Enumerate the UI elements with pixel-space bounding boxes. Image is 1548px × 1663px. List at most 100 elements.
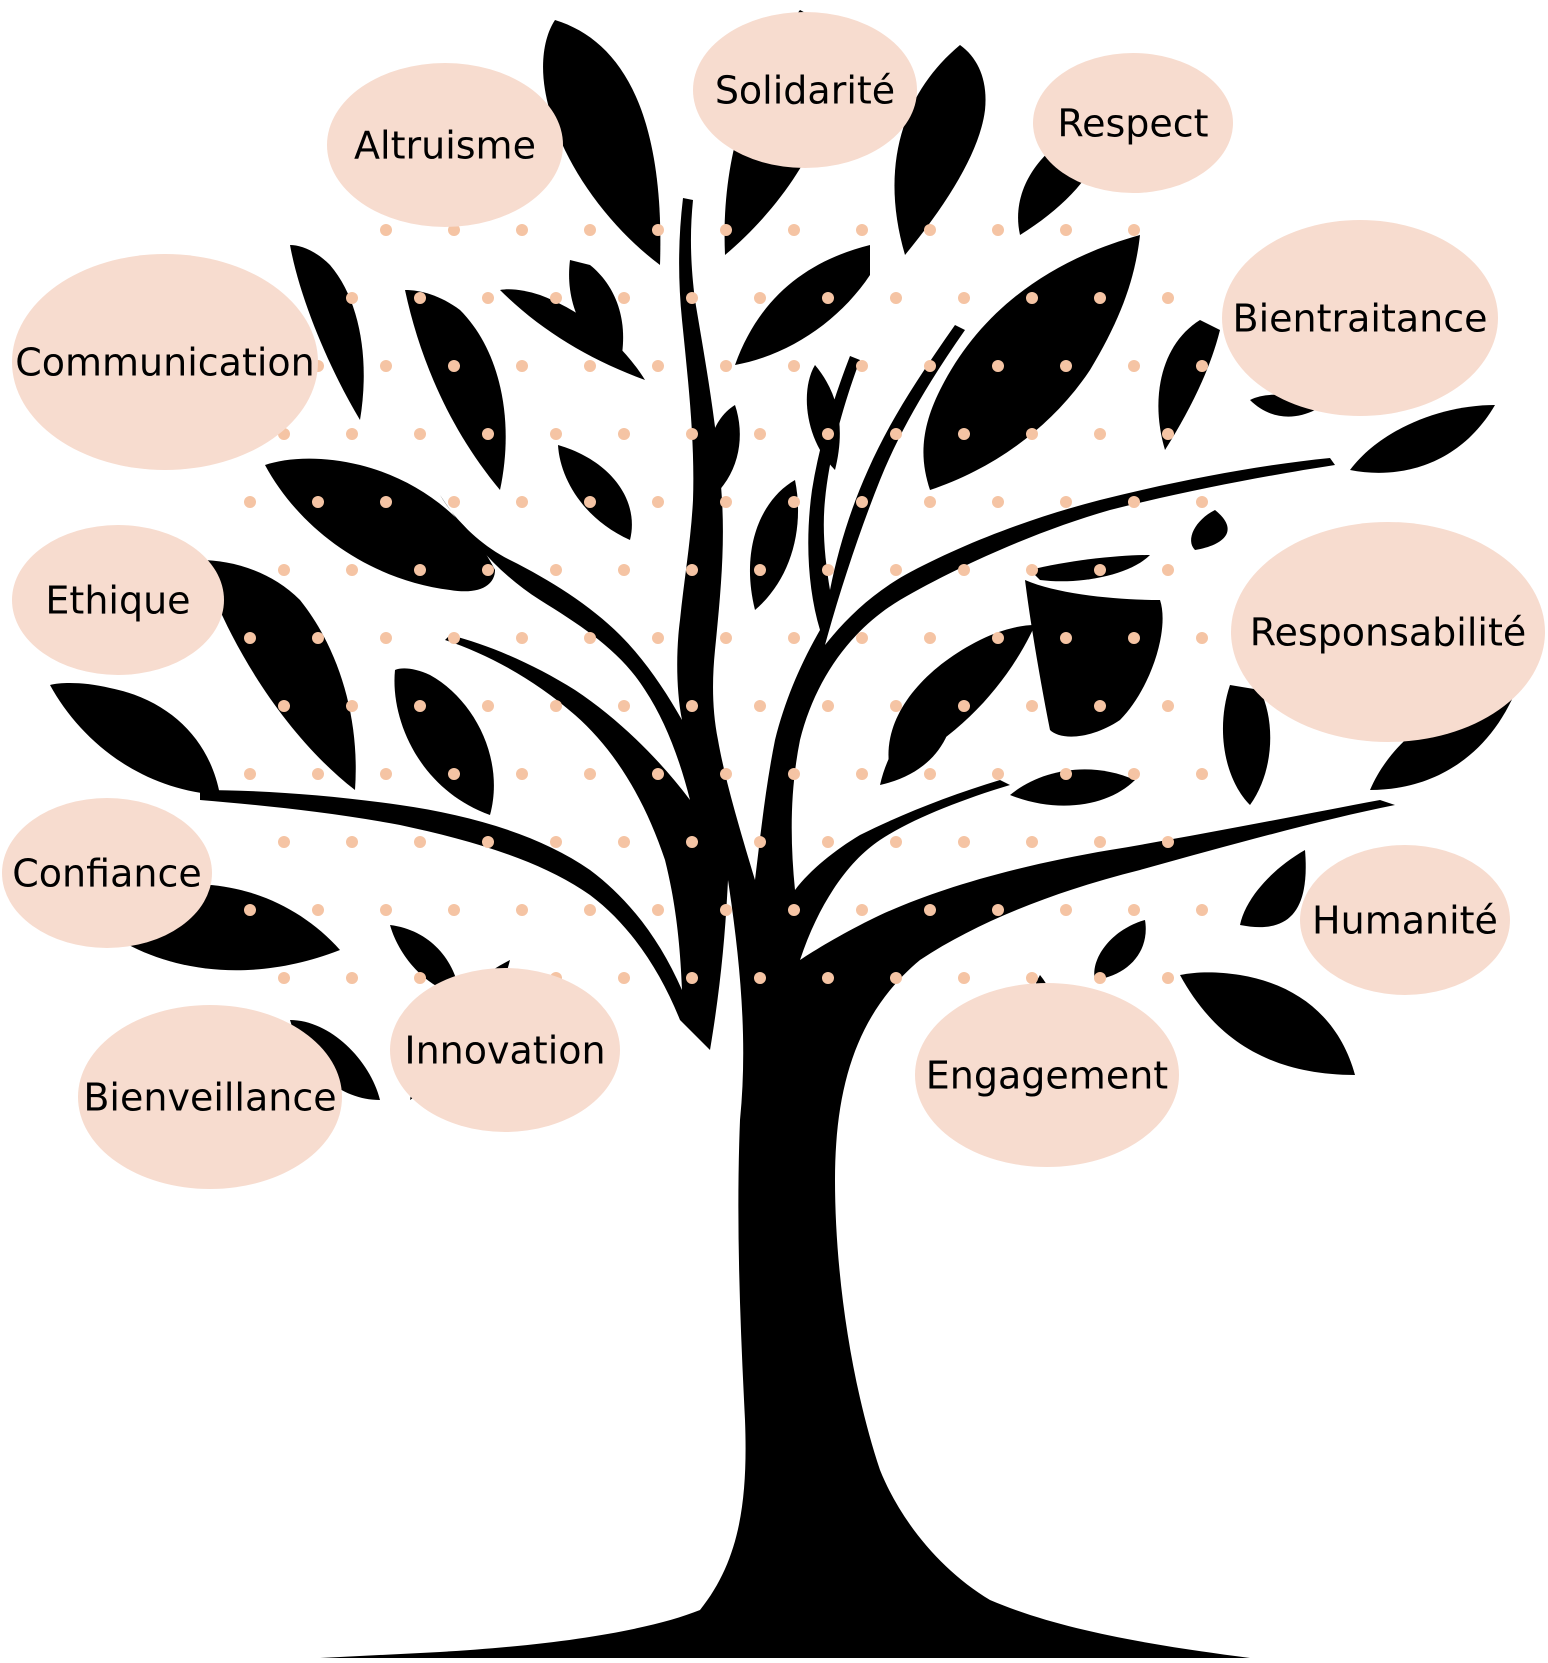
pattern-dot bbox=[1026, 836, 1038, 848]
pattern-dot bbox=[856, 224, 868, 236]
value-bubble-innovation: Innovation bbox=[390, 968, 620, 1132]
pattern-dot bbox=[720, 224, 732, 236]
pattern-dot bbox=[1196, 632, 1208, 644]
pattern-dot bbox=[958, 428, 970, 440]
pattern-dot bbox=[652, 904, 664, 916]
pattern-dot bbox=[754, 836, 766, 848]
pattern-dot bbox=[550, 564, 562, 576]
pattern-dot bbox=[652, 768, 664, 780]
pattern-dot bbox=[312, 496, 324, 508]
pattern-dot bbox=[346, 972, 358, 984]
pattern-dot bbox=[1196, 904, 1208, 916]
pattern-dot bbox=[482, 836, 494, 848]
pattern-dot bbox=[1026, 428, 1038, 440]
pattern-dot bbox=[550, 292, 562, 304]
pattern-dot bbox=[584, 768, 596, 780]
pattern-dot bbox=[244, 904, 256, 916]
value-label: Confiance bbox=[12, 851, 201, 895]
pattern-dot bbox=[992, 360, 1004, 372]
pattern-dot bbox=[1026, 972, 1038, 984]
pattern-dot bbox=[380, 904, 392, 916]
pattern-dot bbox=[958, 700, 970, 712]
pattern-dot bbox=[278, 972, 290, 984]
pattern-dot bbox=[652, 496, 664, 508]
pattern-dot bbox=[890, 836, 902, 848]
pattern-dot bbox=[992, 496, 1004, 508]
pattern-dot bbox=[1162, 292, 1174, 304]
pattern-dot bbox=[958, 292, 970, 304]
pattern-dot bbox=[1162, 564, 1174, 576]
pattern-dot bbox=[516, 496, 528, 508]
value-label: Engagement bbox=[926, 1053, 1168, 1097]
pattern-dot bbox=[1026, 564, 1038, 576]
pattern-dot bbox=[754, 428, 766, 440]
pattern-dot bbox=[686, 428, 698, 440]
pattern-dot bbox=[1094, 836, 1106, 848]
pattern-dot bbox=[720, 360, 732, 372]
pattern-dot bbox=[414, 700, 426, 712]
pattern-dot bbox=[652, 360, 664, 372]
pattern-dot bbox=[414, 428, 426, 440]
value-label: Humanité bbox=[1312, 898, 1498, 942]
pattern-dot bbox=[1196, 768, 1208, 780]
bubble-shape bbox=[327, 63, 563, 227]
pattern-dot bbox=[754, 700, 766, 712]
pattern-dot bbox=[788, 360, 800, 372]
pattern-dot bbox=[788, 224, 800, 236]
pattern-dot bbox=[686, 836, 698, 848]
pattern-dot bbox=[924, 768, 936, 780]
pattern-dot bbox=[720, 632, 732, 644]
pattern-dot bbox=[686, 972, 698, 984]
pattern-dot bbox=[1026, 292, 1038, 304]
pattern-dot bbox=[992, 904, 1004, 916]
bubble-shape bbox=[1033, 53, 1233, 193]
pattern-dot bbox=[924, 904, 936, 916]
bubble-shape bbox=[78, 1005, 342, 1189]
pattern-dot bbox=[550, 700, 562, 712]
pattern-dot bbox=[312, 904, 324, 916]
pattern-dot bbox=[788, 768, 800, 780]
bubble-shape bbox=[2, 798, 212, 948]
pattern-dot bbox=[414, 972, 426, 984]
pattern-dot bbox=[856, 768, 868, 780]
pattern-dot bbox=[822, 836, 834, 848]
pattern-dot bbox=[618, 972, 630, 984]
pattern-dot bbox=[1060, 224, 1072, 236]
pattern-dot bbox=[1060, 496, 1072, 508]
pattern-dot bbox=[856, 904, 868, 916]
pattern-dot bbox=[1128, 360, 1140, 372]
pattern-dot bbox=[720, 768, 732, 780]
pattern-dot bbox=[822, 428, 834, 440]
pattern-dot bbox=[856, 632, 868, 644]
pattern-dot bbox=[380, 632, 392, 644]
pattern-dot bbox=[856, 360, 868, 372]
pattern-dot bbox=[720, 904, 732, 916]
value-bubble-altruisme: Altruisme bbox=[327, 63, 563, 227]
pattern-dot bbox=[346, 564, 358, 576]
value-bubble-engagement: Engagement bbox=[915, 983, 1179, 1167]
value-label: Altruisme bbox=[354, 123, 536, 167]
bubble-shape bbox=[12, 254, 318, 470]
pattern-dot bbox=[244, 632, 256, 644]
value-label: Communication bbox=[15, 340, 315, 384]
pattern-dot bbox=[822, 700, 834, 712]
pattern-dot bbox=[1094, 700, 1106, 712]
pattern-dot bbox=[550, 428, 562, 440]
value-bubble-solidarite: Solidarité bbox=[693, 12, 917, 168]
pattern-dot bbox=[618, 836, 630, 848]
pattern-dot bbox=[754, 292, 766, 304]
pattern-dot bbox=[686, 700, 698, 712]
pattern-dot bbox=[244, 768, 256, 780]
bubble-shape bbox=[915, 983, 1179, 1167]
pattern-dot bbox=[1094, 428, 1106, 440]
value-label: Innovation bbox=[404, 1028, 605, 1072]
pattern-dot bbox=[720, 496, 732, 508]
pattern-dot bbox=[448, 496, 460, 508]
bubble-shape bbox=[693, 12, 917, 168]
pattern-dot bbox=[890, 428, 902, 440]
pattern-dot bbox=[1128, 904, 1140, 916]
pattern-dot bbox=[788, 496, 800, 508]
pattern-dot bbox=[1094, 972, 1106, 984]
pattern-dot bbox=[1060, 360, 1072, 372]
pattern-dot bbox=[822, 292, 834, 304]
